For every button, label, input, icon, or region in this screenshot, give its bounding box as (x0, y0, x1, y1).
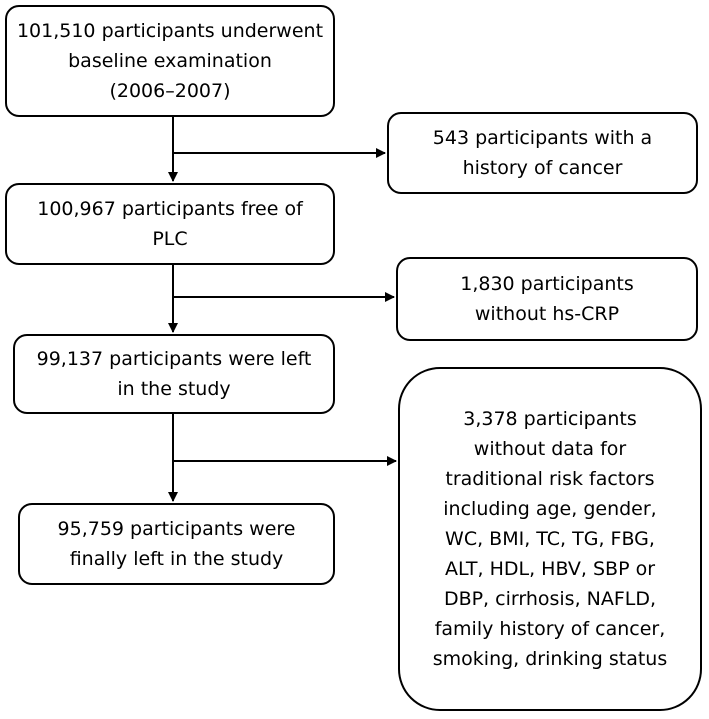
box-free-of-plc: 100,967 participants free of PLC (5, 183, 335, 265)
box-excluded-missing-risk-factors: 3,378 participants without data for trad… (398, 367, 702, 711)
box-final-sample: 95,759 participants were finally left in… (18, 503, 335, 585)
box-excluded-without-hs-crp: 1,830 participants without hs-CRP (396, 257, 698, 341)
box-excluded-history-of-cancer: 543 participants with a history of cance… (387, 112, 698, 194)
box-baseline-examination: 101,510 participants underwent baseline … (5, 5, 335, 117)
box-left-in-study: 99,137 participants were left in the stu… (13, 334, 335, 414)
